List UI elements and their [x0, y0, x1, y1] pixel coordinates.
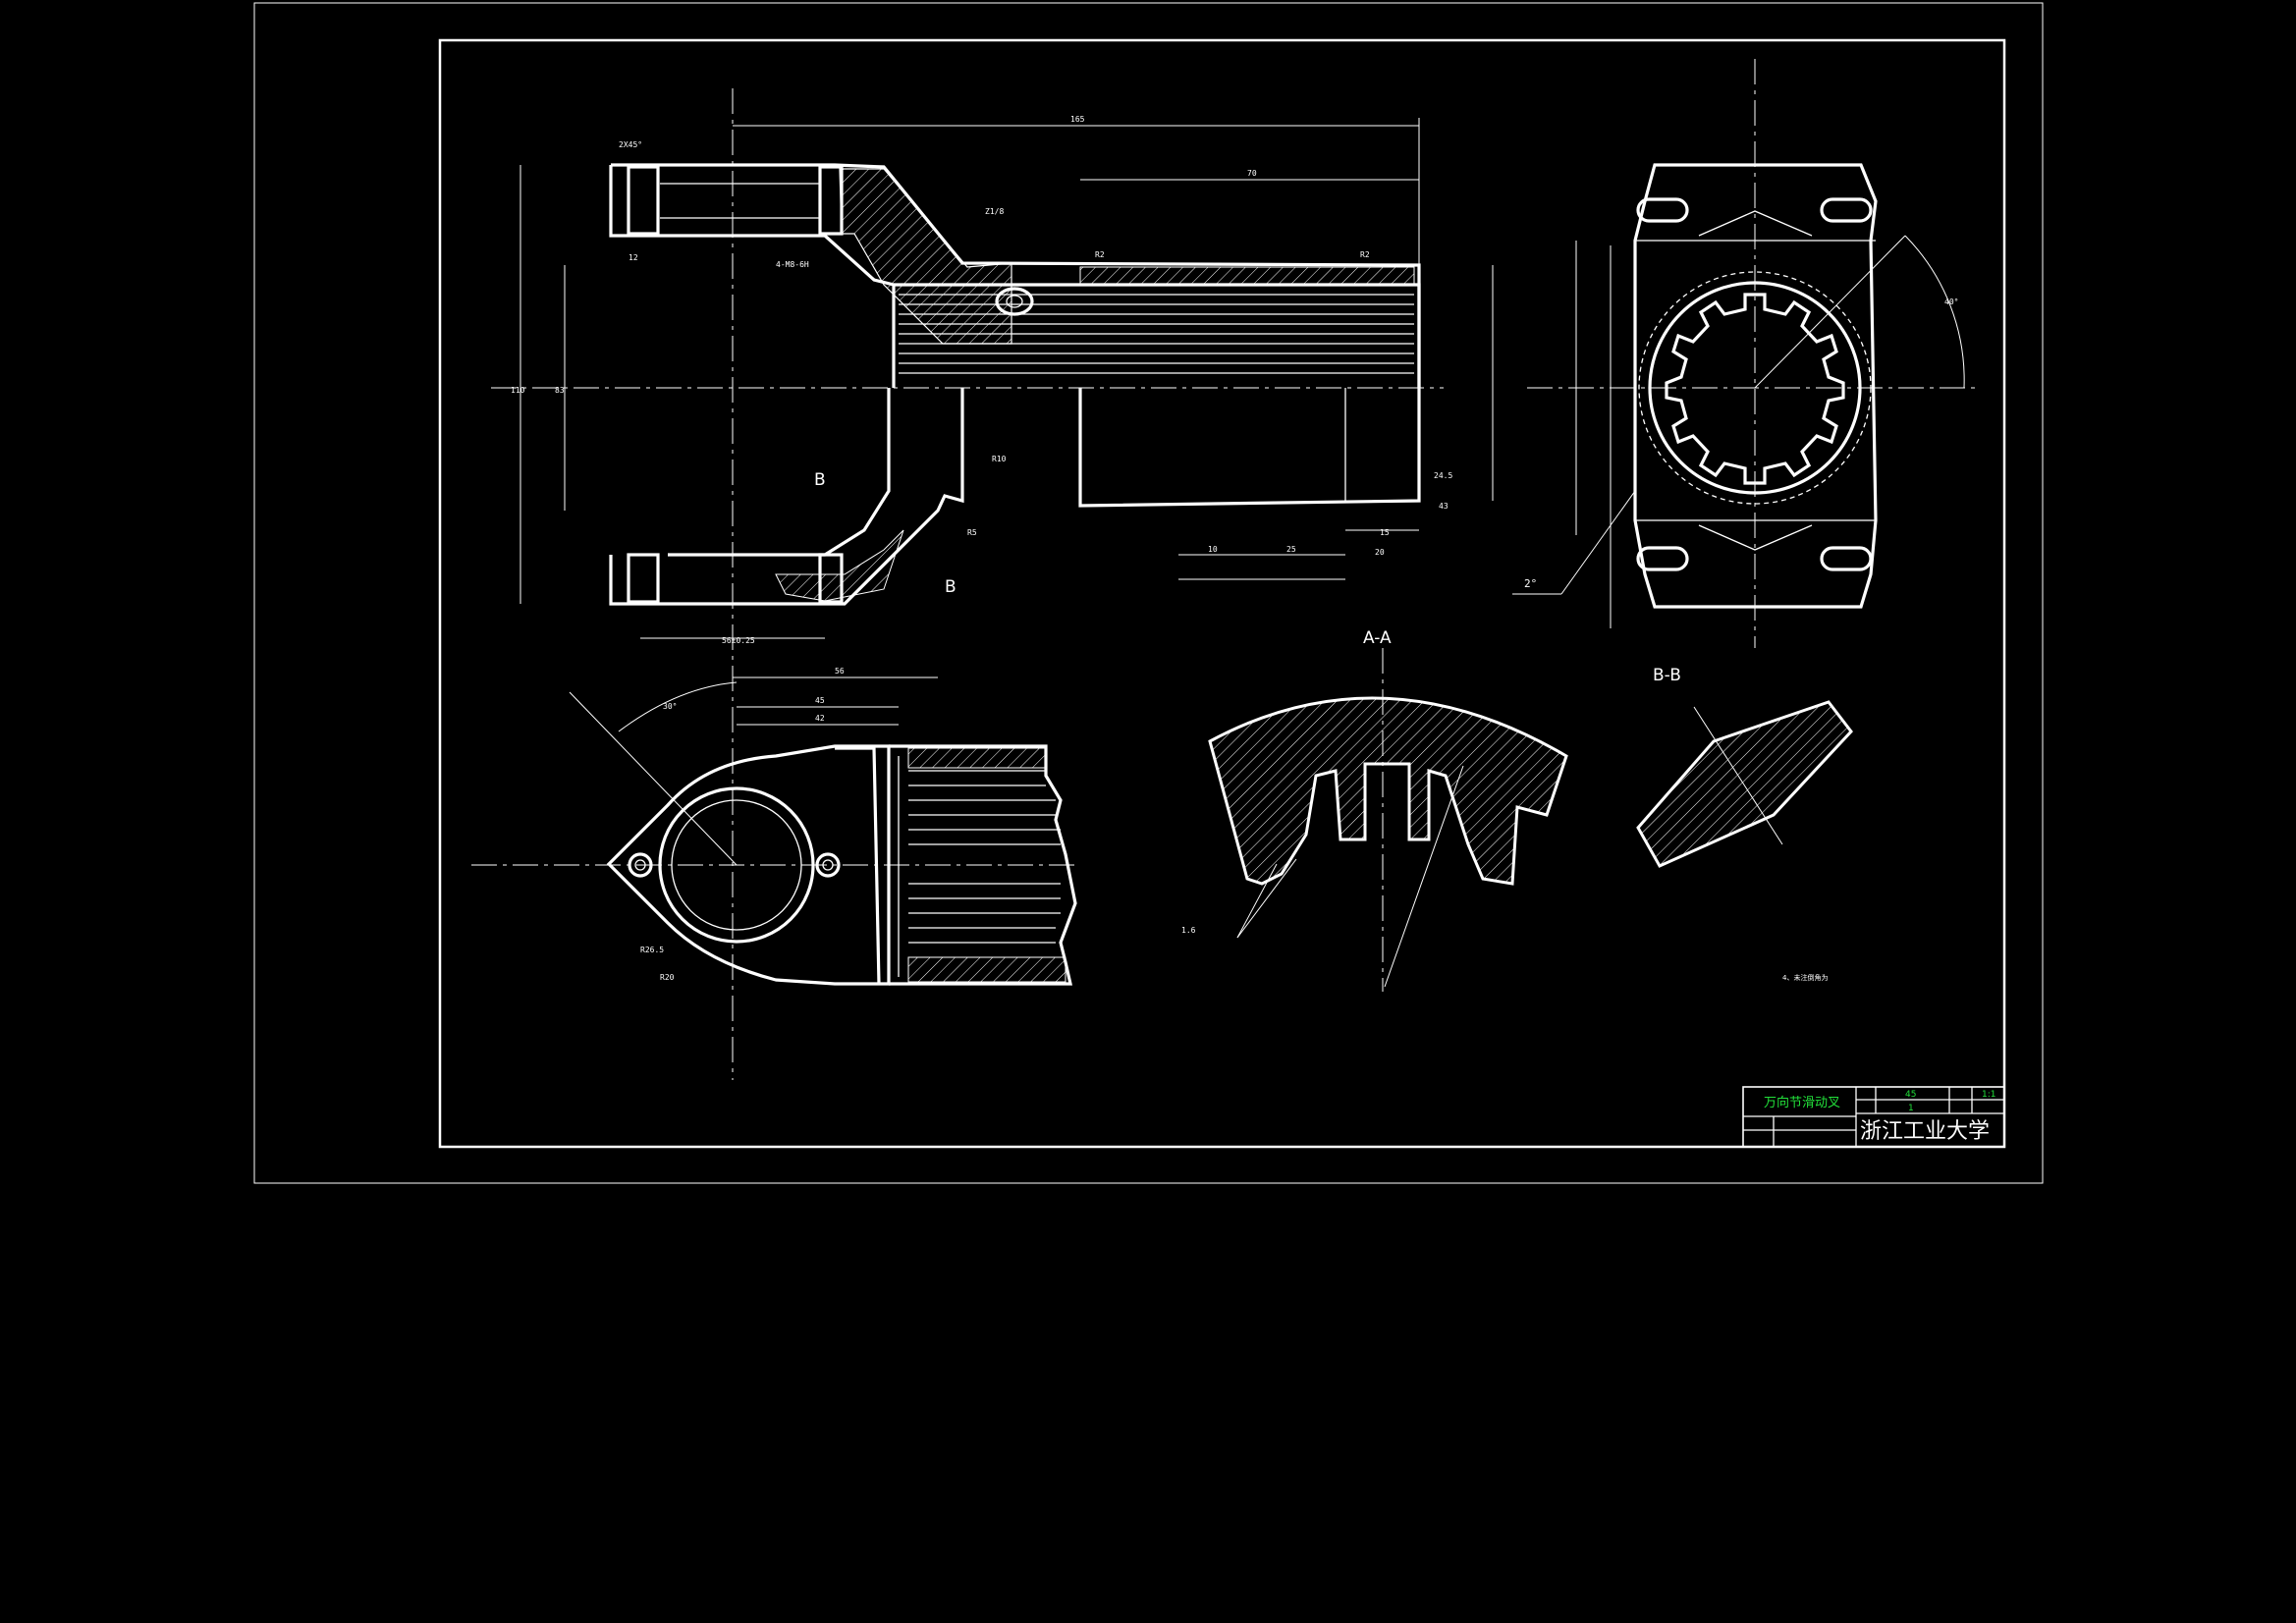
- tech-note: 4、未注倒角为: [1782, 973, 1828, 982]
- dim-15: 15: [1380, 528, 1390, 537]
- dim-24-5: 24.5: [1434, 471, 1452, 480]
- internal-spline: [1665, 293, 1845, 485]
- angle-note: 2°: [1524, 577, 1537, 590]
- material: 45: [1905, 1090, 1916, 1100]
- outer-border: [253, 2, 2044, 1184]
- quantity: 1: [1908, 1104, 1914, 1113]
- dim-165: 165: [1070, 115, 1085, 124]
- section-a-a: A-A 1.6: [1181, 628, 1568, 992]
- dim-r26: R26.5: [640, 946, 664, 954]
- dim-56: 56: [835, 667, 845, 676]
- dim-40: 40°: [1944, 298, 1958, 306]
- dim-1-6: 1.6: [1181, 926, 1196, 935]
- dim-12: 12: [629, 253, 638, 262]
- dim-83: 83: [555, 386, 565, 395]
- dim-56-tol: 56±0.25: [722, 636, 755, 645]
- dim-4m8: 4-M8-6H: [776, 260, 809, 269]
- inner-border: [438, 38, 2006, 1149]
- dim-20: 20: [1375, 548, 1385, 557]
- dim-42: 42: [815, 714, 825, 723]
- section-aa-label: A-A: [1363, 628, 1392, 648]
- section-bb-label: B-B: [1653, 666, 1681, 685]
- top-view: 45 42 R20 R26.5 30°: [471, 676, 1077, 986]
- dim-25: 25: [1286, 545, 1296, 554]
- dim-z1: Z1/8: [985, 207, 1004, 216]
- title-block: 万向节滑动叉 45 1 1:1 浙江工业大学: [1742, 1086, 2005, 1148]
- dim-r2b: R2: [1360, 250, 1370, 259]
- school-name: 浙江工业大学: [1860, 1119, 1990, 1144]
- dim-10: 10: [1208, 545, 1218, 554]
- dim-110: 110: [511, 386, 525, 395]
- part-name: 万向节滑动叉: [1764, 1095, 1840, 1110]
- side-view: 40°: [1527, 59, 1979, 648]
- dim-2x45: 2X45°: [619, 140, 642, 149]
- section-mark-b: B: [814, 470, 826, 490]
- dim-45: 45: [815, 696, 825, 705]
- dim-r10: R10: [992, 455, 1007, 463]
- front-view: 165 70 110 83 56±0.25 56 10 25 20 15 12 …: [491, 88, 1636, 1080]
- section-mark-b2: B: [945, 577, 957, 597]
- dim-43: 43: [1439, 502, 1449, 511]
- scale: 1:1: [1982, 1090, 1995, 1100]
- dim-r2: R2: [1095, 250, 1105, 259]
- dim-r5: R5: [967, 528, 977, 537]
- section-b-b: B-B 4、未注倒角为: [1636, 666, 1853, 982]
- dim-r20: R20: [660, 973, 675, 982]
- dim-70: 70: [1247, 169, 1257, 178]
- dim-30: 30°: [663, 702, 677, 711]
